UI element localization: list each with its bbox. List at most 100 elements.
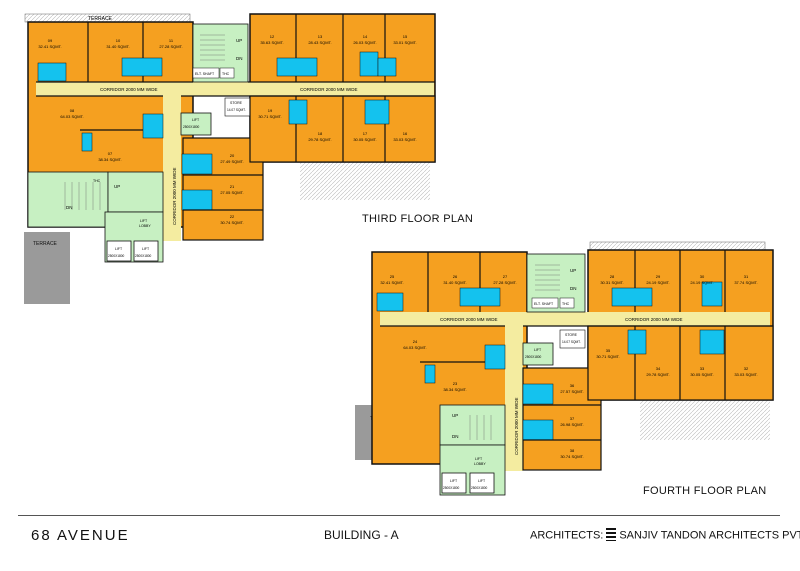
stair-up-label: UP xyxy=(236,38,242,43)
lift-small xyxy=(180,112,212,136)
lift-lobby-label: LIFT xyxy=(475,457,483,461)
lift-size-label: 2500X1800 xyxy=(525,355,542,359)
unit-number: 33 xyxy=(700,366,705,371)
unit-area: 26.98 SQMT. xyxy=(560,422,583,427)
unit-number: 08 xyxy=(70,108,75,113)
corridor-label: CORRIDOR 2000 MM WIDE xyxy=(625,317,683,322)
unit-area: 33.03 SQMT. xyxy=(393,137,416,142)
unit-area: 30.05 SQMT. xyxy=(353,137,376,142)
unit-number: 26 xyxy=(453,274,458,279)
unit-number: 30 xyxy=(700,274,705,279)
lift-lobby-label: LOBBY xyxy=(474,462,486,466)
unit-number: 25 xyxy=(390,274,395,279)
unit-area: 64.03 SQMT. xyxy=(403,345,426,350)
unit-area: 38.34 SQMT. xyxy=(443,387,466,392)
unit-area: 30.71 SQMT. xyxy=(258,114,281,119)
unit-area: 31.40 SQMT. xyxy=(106,44,129,49)
lift-label: LIFT xyxy=(450,479,458,483)
building-name: BUILDING - A xyxy=(324,528,399,542)
elect-shaft-label: ELT. SHAFT xyxy=(534,302,554,306)
lift-size-label: 2500X1800 xyxy=(135,254,152,258)
unit-area: 27.05 SQMT. xyxy=(220,190,243,195)
lift-size-label: 2500X1800 xyxy=(108,254,125,258)
unit-number: 10 xyxy=(116,38,121,43)
lift-car xyxy=(106,240,132,262)
unit-number: 13 xyxy=(318,34,323,39)
unit-number: 20 xyxy=(230,153,235,158)
unit-area: 27.28 SQMT. xyxy=(159,44,182,49)
unit-area: 29.78 SQMT. xyxy=(646,372,669,377)
stair-dn-label: DN xyxy=(452,434,459,439)
corridor-vertical xyxy=(163,96,181,241)
unit-area: 30.05 SQMT. xyxy=(690,372,713,377)
unit-area: 28.43 SQMT. xyxy=(308,40,331,45)
third-floor-plan: TERRACE TERRACE TERRACE CORRIDOR 2000 MM… xyxy=(24,13,436,304)
architect-logo-icon xyxy=(606,528,617,541)
unit-area: 32.41 SQMT. xyxy=(38,44,61,49)
unit-number: 21 xyxy=(230,184,235,189)
unit-area: 29.78 SQMT. xyxy=(308,137,331,142)
stair-dn-label: DN xyxy=(236,56,243,61)
unit-number: 17 xyxy=(363,131,368,136)
store-area-label: 14.07 SQMT. xyxy=(562,340,581,344)
unit-number: 35 xyxy=(606,348,611,353)
thc-label: THC xyxy=(93,179,101,183)
thc-label: THC xyxy=(562,302,570,306)
terrace-bottom xyxy=(24,232,70,304)
corridor-label: CORRIDOR 2000 MM WIDE xyxy=(514,397,519,455)
unit-area: 24.19 SQMT. xyxy=(646,280,669,285)
lift-car xyxy=(133,240,159,262)
corridor-label: CORRIDOR 2000 MM WIDE xyxy=(300,87,358,92)
unit-number: 38 xyxy=(570,448,575,453)
unit-area: 27.57 SQMT. xyxy=(560,389,583,394)
architects-name: SANJIV TANDON ARCHITECTS PVT. LTD xyxy=(619,529,800,542)
unit-number: 37 xyxy=(570,416,575,421)
unit-area: 32.41 SQMT. xyxy=(380,280,403,285)
unit-number: 24 xyxy=(413,339,418,344)
unit-area: 31.40 SQMT. xyxy=(443,280,466,285)
terrace-hatch xyxy=(300,160,430,200)
lift-label: LIFT xyxy=(192,118,200,122)
unit-area: 37.74 SQMT. xyxy=(734,280,757,285)
third-floor-title: THIRD FLOOR PLAN xyxy=(362,213,474,225)
stair-core-lower xyxy=(27,171,109,228)
lift-lobby-label: LIFT xyxy=(140,219,148,223)
lift-lobby-label: LOBBY xyxy=(139,224,151,228)
store-label: STORE xyxy=(565,333,578,337)
project-name: 68 AVENUE xyxy=(31,527,130,544)
lift-size-label: 2500X1800 xyxy=(443,486,460,490)
unit-area: 30.71 SQMT. xyxy=(596,354,619,359)
stair-dn-label: DN xyxy=(570,286,577,291)
unit-number: 27 xyxy=(503,274,508,279)
unit-area: 26.03 SQMT. xyxy=(353,40,376,45)
unit-number: 07 xyxy=(108,151,113,156)
elect-shaft-label: ELT. SHAFT xyxy=(195,72,215,76)
corridor-label: CORRIDOR 2000 MM WIDE xyxy=(440,317,498,322)
stair-up-label: UP xyxy=(570,268,576,273)
fourth-floor-title: FOURTH FLOOR PLAN xyxy=(643,485,767,497)
lift-label: LIFT xyxy=(478,479,486,483)
store-label: STORE xyxy=(230,101,243,105)
unit-number: 14 xyxy=(363,34,368,39)
unit-number: 29 xyxy=(656,274,661,279)
terrace-label: TERRACE xyxy=(88,16,113,22)
unit-number: 15 xyxy=(403,34,408,39)
thc-label: THC xyxy=(222,72,230,76)
unit-number: 09 xyxy=(48,38,53,43)
unit-area: 64.03 SQMT. xyxy=(60,114,83,119)
unit-number: 11 xyxy=(169,38,174,43)
unit-area: 38.34 SQMT. xyxy=(98,157,121,162)
lift-label: LIFT xyxy=(534,348,542,352)
unit-area: 33.03 SQMT. xyxy=(734,372,757,377)
corridor-label: CORRIDOR 2000 MM WIDE xyxy=(100,87,158,92)
lift-car xyxy=(441,472,467,494)
stair-dn-label: DN xyxy=(66,205,73,210)
lift-label: LIFT xyxy=(142,247,150,251)
store-area-label: 14.07 SQMT. xyxy=(227,108,246,112)
unit-number: 28 xyxy=(610,274,615,279)
unit-area: 30.74 SQMT. xyxy=(560,454,583,459)
lift-size-label: 2500X1800 xyxy=(471,486,488,490)
unit-number: 32 xyxy=(744,366,749,371)
